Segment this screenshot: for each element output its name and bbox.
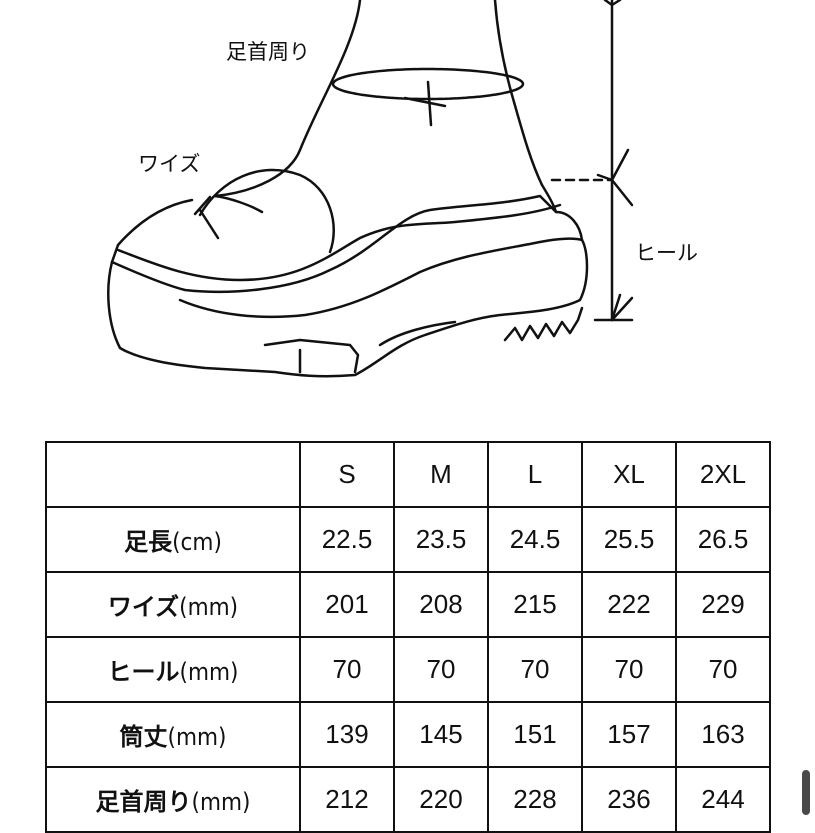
table-cell: 26.5 bbox=[675, 506, 771, 573]
boot-illustration bbox=[107, 0, 634, 378]
table-header-row: S M L XL 2XL bbox=[45, 441, 771, 508]
table-cell: 25.5 bbox=[581, 506, 677, 573]
table-cell: 157 bbox=[581, 701, 677, 768]
table-cell: 139 bbox=[299, 701, 395, 768]
row-label: 足長 bbox=[124, 528, 173, 556]
row-header: 足首周り(mm) bbox=[45, 766, 301, 833]
table-cell: 24.5 bbox=[487, 506, 583, 573]
table-row: 足長(cm) 22.5 23.5 24.5 25.5 26.5 bbox=[45, 506, 771, 573]
table-cell: 70 bbox=[581, 636, 677, 703]
table-cell: 212 bbox=[299, 766, 395, 833]
column-header: S bbox=[299, 441, 395, 508]
table-cell: 70 bbox=[299, 636, 395, 703]
table-row: 筒丈(mm) 139 145 151 157 163 bbox=[45, 701, 771, 768]
table-cell: 229 bbox=[675, 571, 771, 638]
table-cell: 236 bbox=[581, 766, 677, 833]
table-cell: 23.5 bbox=[393, 506, 489, 573]
row-label: 足首周り bbox=[95, 788, 192, 816]
table-corner-cell bbox=[45, 441, 301, 508]
table-cell: 222 bbox=[581, 571, 677, 638]
scrollbar-thumb[interactable] bbox=[802, 770, 810, 815]
table-cell: 70 bbox=[393, 636, 489, 703]
table-row: ワイズ(mm) 201 208 215 222 229 bbox=[45, 571, 771, 638]
table-cell: 70 bbox=[675, 636, 771, 703]
row-header: 筒丈(mm) bbox=[45, 701, 301, 768]
column-header: L bbox=[487, 441, 583, 508]
column-header: XL bbox=[581, 441, 677, 508]
table-cell: 22.5 bbox=[299, 506, 395, 573]
row-unit: (mm) bbox=[191, 788, 251, 816]
row-label: ヒール bbox=[107, 658, 180, 686]
table-cell: 201 bbox=[299, 571, 395, 638]
row-header: ワイズ(mm) bbox=[45, 571, 301, 638]
row-unit: (mm) bbox=[179, 593, 239, 621]
width-label: ワイズ bbox=[138, 152, 201, 176]
table-cell: 208 bbox=[393, 571, 489, 638]
ankle-label: 足首周り bbox=[226, 40, 310, 64]
row-header: ヒール(mm) bbox=[45, 636, 301, 703]
table-cell: 145 bbox=[393, 701, 489, 768]
row-unit: (mm) bbox=[179, 658, 239, 686]
table-cell: 220 bbox=[393, 766, 489, 833]
table-cell: 151 bbox=[487, 701, 583, 768]
column-header: 2XL bbox=[675, 441, 771, 508]
table-cell: 70 bbox=[487, 636, 583, 703]
row-unit: (cm) bbox=[172, 528, 222, 556]
row-label: 筒丈 bbox=[119, 723, 168, 751]
row-unit: (mm) bbox=[167, 723, 227, 751]
size-chart-table: S M L XL 2XL 足長(cm) 22.5 23.5 24.5 25.5 … bbox=[45, 441, 771, 833]
table-cell: 163 bbox=[675, 701, 771, 768]
table-cell: 215 bbox=[487, 571, 583, 638]
table-cell: 228 bbox=[487, 766, 583, 833]
table-row: 足首周り(mm) 212 220 228 236 244 bbox=[45, 766, 771, 833]
column-header: M bbox=[393, 441, 489, 508]
heel-label: ヒール bbox=[635, 241, 698, 265]
table-row: ヒール(mm) 70 70 70 70 70 bbox=[45, 636, 771, 703]
table-cell: 244 bbox=[675, 766, 771, 833]
row-label: ワイズ bbox=[107, 593, 180, 621]
row-header: 足長(cm) bbox=[45, 506, 301, 573]
